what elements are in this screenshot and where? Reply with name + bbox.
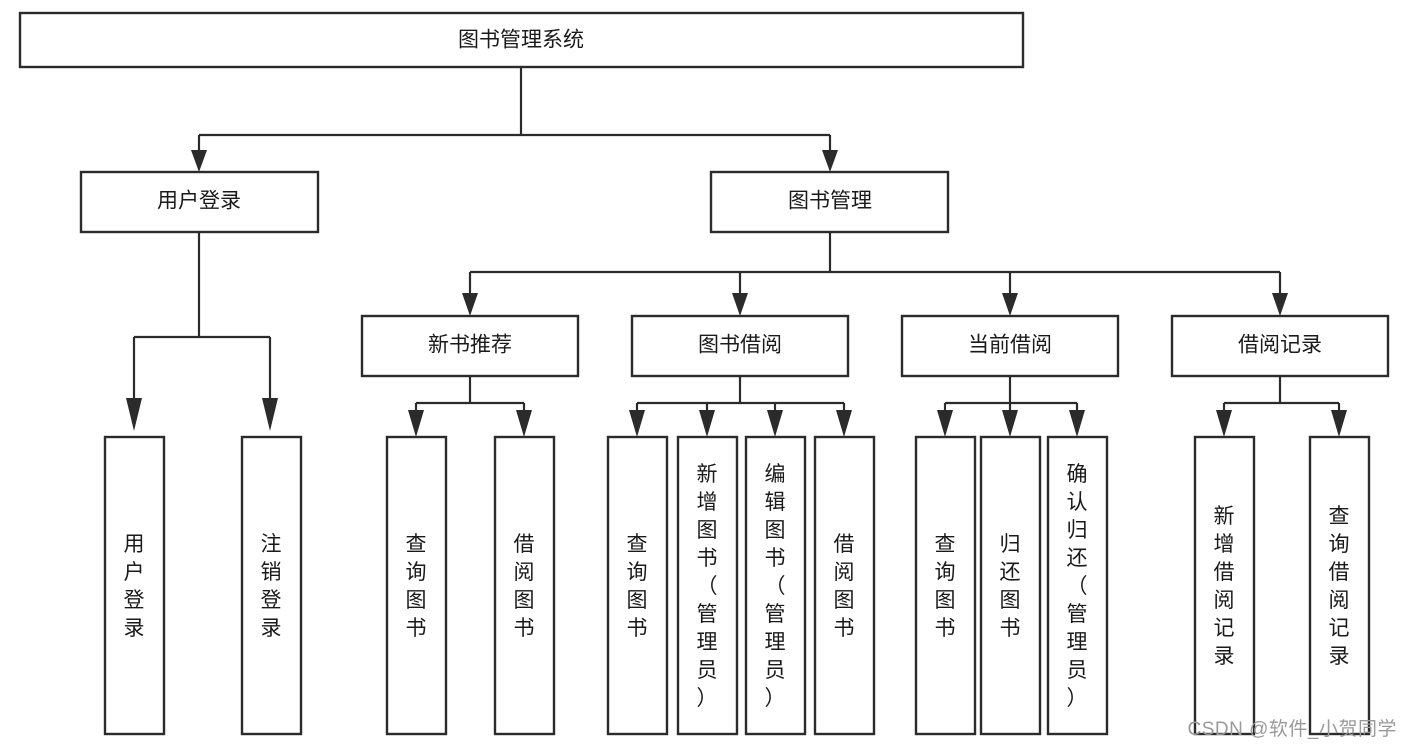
node-leaf-edit-book-label: 编辑图书（管理员） — [765, 463, 786, 710]
node-current-borrow-label: 当前借阅 — [968, 334, 1052, 357]
node-book-manage-box[interactable] — [709, 170, 950, 234]
node-leaf-borrow-book-1-box[interactable] — [493, 435, 556, 736]
node-leaf-query-book-1-label: 查询图书 — [406, 533, 427, 640]
node-leaf-return-book-box[interactable] — [979, 435, 1042, 736]
node-root[interactable]: 图书管理系统 — [18, 11, 1025, 69]
node-leaf-add-record-label: 新增借阅记录 — [1214, 505, 1235, 668]
node-leaf-borrow-book-2-box[interactable] — [813, 435, 876, 736]
node-leaf-return-book[interactable]: 归还图书 — [979, 435, 1042, 736]
arrow-currentborrow — [1002, 293, 1018, 316]
arrow-leaf-query-record — [1331, 410, 1347, 437]
arrow-leaf-query-book-2 — [629, 410, 645, 437]
node-book-borrow-box[interactable] — [630, 314, 850, 378]
node-leaf-add-book-label: 新增图书（管理员） — [697, 463, 718, 710]
arrow-newbook — [462, 293, 478, 316]
arrow-leaf-query-book-3 — [937, 410, 953, 437]
node-leaf-query-book-3-label: 查询图书 — [935, 533, 956, 640]
connector-layer — [126, 67, 1347, 437]
node-leaf-add-book-box[interactable] — [676, 435, 739, 736]
node-book-borrow-label: 图书借阅 — [698, 334, 782, 357]
arrow-bookborrow — [732, 293, 748, 316]
node-leaf-logout-box[interactable] — [240, 435, 303, 736]
node-borrow-record-box[interactable] — [1170, 314, 1390, 378]
node-root-label: 图书管理系统 — [458, 29, 584, 52]
arrow-leaf-logout — [262, 398, 278, 431]
node-leaf-query-record-box[interactable] — [1308, 435, 1371, 736]
arrow-leaf-edit-book — [767, 410, 783, 437]
node-leaf-confirm-return[interactable]: 确认归还（管理员） — [1046, 435, 1109, 736]
node-new-book-rec-label: 新书推荐 — [428, 334, 512, 357]
node-user-login-label: 用户登录 — [157, 190, 241, 213]
node-leaf-query-book-2-label: 查询图书 — [627, 533, 648, 640]
node-user-login[interactable]: 用户登录 — [79, 170, 320, 234]
node-leaf-query-book-2[interactable]: 查询图书 — [606, 435, 669, 736]
arrow-borrowrecord — [1272, 293, 1288, 316]
node-leaf-confirm-return-box[interactable] — [1046, 435, 1109, 736]
node-current-borrow-box[interactable] — [900, 314, 1120, 378]
node-leaf-borrow-book-1-label: 借阅图书 — [514, 533, 535, 640]
arrow-leaf-confirm-return — [1069, 410, 1085, 437]
arrow-leaf-add-book — [699, 410, 715, 437]
arrow-leaf-return-book — [1002, 410, 1018, 437]
node-book-manage-label: 图书管理 — [788, 190, 872, 213]
node-leaf-borrow-book-2[interactable]: 借阅图书 — [813, 435, 876, 736]
node-leaf-user-login-box[interactable] — [103, 435, 166, 736]
arrow-leaf-borrow-book-1 — [516, 410, 532, 437]
node-borrow-record[interactable]: 借阅记录 — [1170, 314, 1390, 378]
node-leaf-add-record[interactable]: 新增借阅记录 — [1193, 435, 1256, 736]
node-leaf-user-login[interactable]: 用户登录 — [103, 435, 166, 736]
node-user-login-box[interactable] — [79, 170, 320, 234]
node-book-manage[interactable]: 图书管理 — [709, 170, 950, 234]
arrow-book-manage — [822, 150, 838, 172]
node-leaf-query-book-3-box[interactable] — [914, 435, 977, 736]
node-book-borrow[interactable]: 图书借阅 — [630, 314, 850, 378]
node-leaf-query-book-3[interactable]: 查询图书 — [914, 435, 977, 736]
node-borrow-record-label: 借阅记录 — [1238, 334, 1322, 357]
node-root-box[interactable] — [18, 11, 1025, 69]
node-new-book-rec[interactable]: 新书推荐 — [360, 314, 580, 378]
node-leaf-query-book-1[interactable]: 查询图书 — [385, 435, 448, 736]
node-leaf-edit-book[interactable]: 编辑图书（管理员） — [744, 435, 807, 736]
node-new-book-rec-box[interactable] — [360, 314, 580, 378]
node-leaf-confirm-return-label: 确认归还（管理员） — [1067, 463, 1088, 710]
node-leaf-return-book-label: 归还图书 — [1000, 533, 1021, 640]
node-leaf-logout-label: 注销登录 — [261, 533, 282, 640]
node-leaf-borrow-book-2-label: 借阅图书 — [834, 533, 855, 640]
node-layer: 图书管理系统 用户登录 图书管理 新书推荐 图书借阅 当前 — [18, 11, 1390, 736]
node-leaf-user-login-label: 用户登录 — [124, 533, 145, 640]
node-leaf-query-record-label: 查询借阅记录 — [1329, 505, 1350, 668]
node-leaf-query-book-2-box[interactable] — [606, 435, 669, 736]
node-leaf-logout[interactable]: 注销登录 — [240, 435, 303, 736]
node-leaf-add-record-box[interactable] — [1193, 435, 1256, 736]
node-leaf-add-book[interactable]: 新增图书（管理员） — [676, 435, 739, 736]
arrow-user-login — [191, 150, 207, 172]
arrow-leaf-query-book-1 — [408, 410, 424, 437]
node-leaf-edit-book-box[interactable] — [744, 435, 807, 736]
node-leaf-query-record[interactable]: 查询借阅记录 — [1308, 435, 1371, 736]
node-leaf-borrow-book-1[interactable]: 借阅图书 — [493, 435, 556, 736]
node-current-borrow[interactable]: 当前借阅 — [900, 314, 1120, 378]
arrow-leaf-borrow-book-2 — [836, 410, 852, 437]
arrow-leaf-user-login — [126, 398, 142, 431]
arrow-leaf-add-record — [1216, 410, 1232, 437]
node-leaf-query-book-1-box[interactable] — [385, 435, 448, 736]
